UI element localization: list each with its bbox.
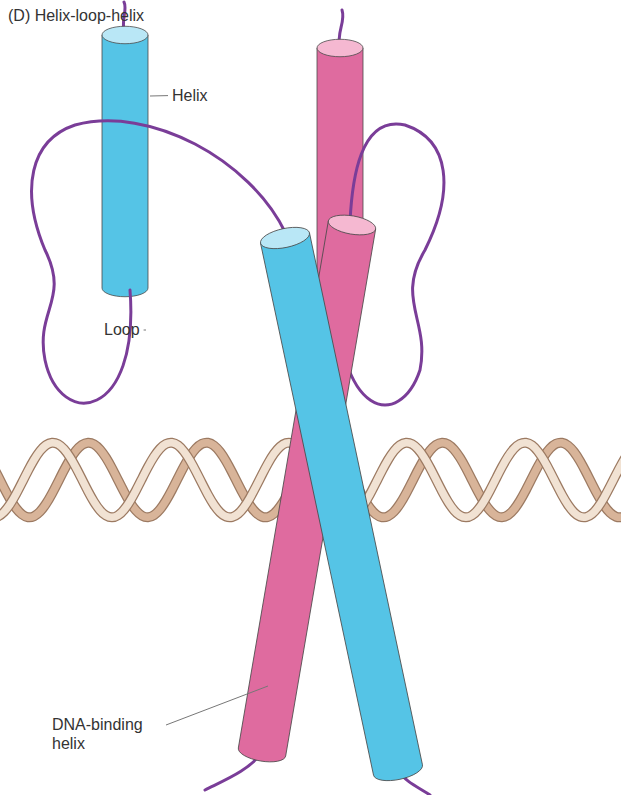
- alpha-helix-cylinder: [259, 224, 425, 785]
- helix-body: [261, 233, 425, 785]
- helix-body: [102, 35, 148, 297]
- leader-line: [150, 95, 168, 96]
- helix-end: [317, 39, 363, 56]
- figure-title: (D) Helix-loop-helix: [8, 6, 144, 25]
- part-label: Loop: [104, 320, 140, 339]
- part-label: Helix: [172, 86, 208, 105]
- protein-helices: [32, 2, 444, 795]
- alpha-helix-cylinder: [102, 26, 148, 296]
- helix-end: [327, 212, 377, 238]
- helix-end: [259, 224, 312, 253]
- leader-line: [144, 330, 146, 331]
- polypeptide-chain: [32, 121, 285, 403]
- leader-lines: [144, 96, 268, 725]
- helix-end: [102, 26, 148, 43]
- part-label: DNA-binding helix: [52, 715, 162, 753]
- leader-line: [166, 686, 268, 725]
